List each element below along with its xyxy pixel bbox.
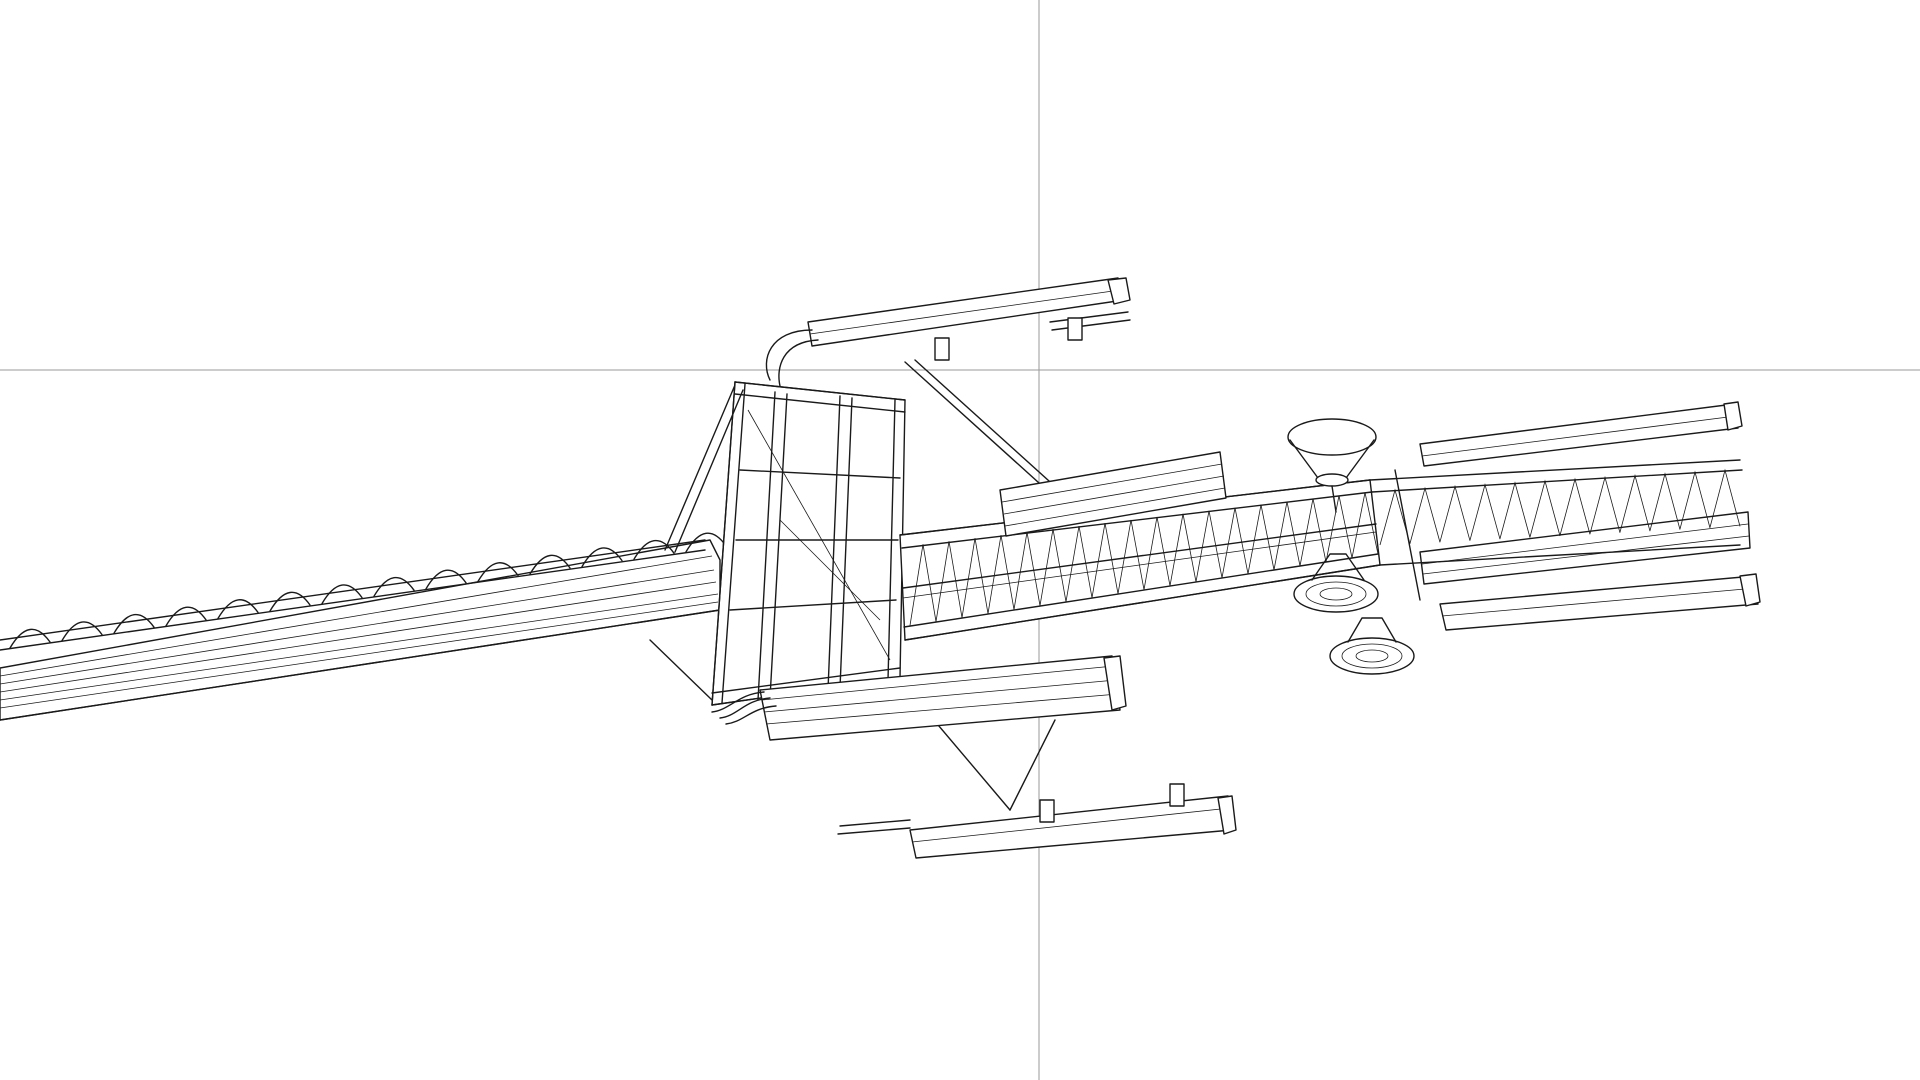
ladder-hoop [61, 621, 103, 642]
panel-antenna-bottom [837, 783, 1237, 859]
tower-shaft [0, 539, 721, 721]
antenna-mount-frame [711, 381, 906, 706]
ladder-hoop [165, 606, 207, 627]
microwave-dish-bottom [1329, 617, 1415, 675]
panel-antenna-top [807, 277, 1131, 361]
cable-bundles [711, 329, 819, 725]
ladder-hoop [425, 569, 467, 590]
ladder-hoop [269, 591, 311, 612]
head-truss-bracing [1379, 468, 1741, 546]
ladder-hoop [633, 540, 675, 560]
right-head-frame [1369, 459, 1743, 601]
microwave-dish-mid [1293, 553, 1379, 613]
ladder-hoop [529, 554, 571, 575]
panel-antenna-right-bottom [1439, 573, 1761, 631]
ladder-hoop [217, 599, 259, 620]
side-panel-upper [999, 451, 1227, 537]
lattice-boom [899, 479, 1381, 641]
ladder-cage [0, 532, 727, 651]
ladder-hoop [477, 562, 519, 583]
ladder-hoop [321, 584, 363, 605]
ladder-hoop [581, 547, 623, 568]
ladder-hoop [373, 577, 415, 597]
ladder-hoop [685, 532, 727, 553]
panel-antenna-left-lower [759, 655, 1127, 741]
ladder-hoop [9, 628, 51, 649]
panel-antenna-right-mid [1419, 511, 1751, 585]
panel-antenna-right-top [1419, 401, 1743, 467]
microwave-dish-top [1287, 418, 1377, 513]
ladder-hoop [113, 614, 155, 634]
